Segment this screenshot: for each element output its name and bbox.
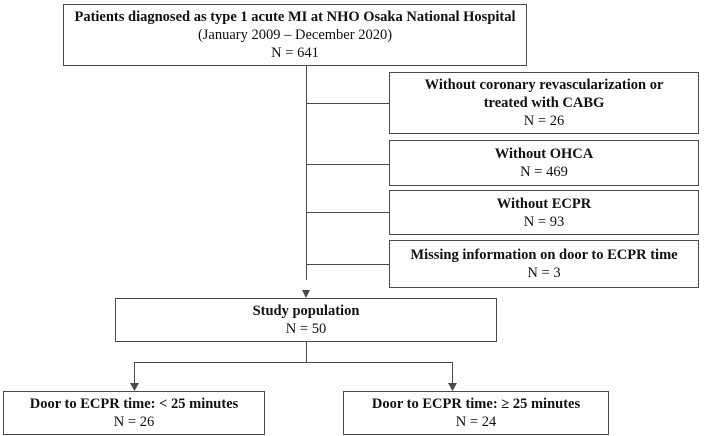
top-box: Patients diagnosed as type 1 acute MI at… bbox=[63, 4, 527, 66]
arrow-head-right-group bbox=[448, 383, 457, 391]
study-population-count: N = 50 bbox=[285, 321, 327, 337]
exclusion-1-line2: treated with CABG bbox=[483, 95, 605, 111]
exclusion-3-count: N = 93 bbox=[523, 213, 565, 230]
top-box-count: N = 641 bbox=[271, 45, 319, 61]
exclusion-2-label: Without OHCA bbox=[494, 146, 594, 162]
group-box-over-25: Door to ECPR time: ≥ 25 minutes N = 24 bbox=[343, 391, 609, 435]
group-box-under-25: Door to ECPR time: < 25 minutes N = 26 bbox=[3, 391, 265, 435]
arrow-head-left-group bbox=[130, 383, 139, 391]
group-over-25-count: N = 24 bbox=[455, 414, 497, 430]
exclusion-1-line1: Without coronary revascularization or bbox=[424, 77, 664, 93]
exclusion-1-count: N = 26 bbox=[523, 113, 565, 129]
group-under-25-title: Door to ECPR time: < 25 minutes bbox=[29, 396, 239, 412]
branch-line-4 bbox=[306, 264, 389, 265]
exclusion-4-count: N = 3 bbox=[527, 265, 561, 281]
top-box-period: (January 2009 – December 2020) bbox=[197, 27, 393, 43]
exclusion-box-3: Without ECPR N = 93 bbox=[389, 190, 699, 235]
branch-line-1 bbox=[306, 103, 389, 104]
study-population-box: Study population N = 50 bbox=[115, 298, 497, 342]
exclusion-box-4: Missing information on door to ECPR time… bbox=[389, 240, 699, 288]
branch-line-3 bbox=[306, 212, 389, 213]
exclusion-4-label: Missing information on door to ECPR time bbox=[410, 247, 678, 263]
branch-line-2 bbox=[306, 164, 389, 165]
exclusion-box-1: Without coronary revascularization or tr… bbox=[389, 72, 699, 134]
arrow-head-study bbox=[302, 290, 310, 298]
study-population-title: Study population bbox=[252, 303, 360, 319]
top-box-title: Patients diagnosed as type 1 acute MI at… bbox=[74, 9, 516, 25]
exclusion-2-count: N = 469 bbox=[520, 164, 568, 180]
main-trunk-line bbox=[306, 66, 307, 280]
group-under-25-count: N = 26 bbox=[113, 414, 155, 430]
group-over-25-title: Door to ECPR time: ≥ 25 minutes bbox=[371, 396, 581, 412]
exclusion-box-2: Without OHCA N = 469 bbox=[389, 140, 699, 186]
exclusion-3-label: Without ECPR bbox=[496, 195, 592, 212]
